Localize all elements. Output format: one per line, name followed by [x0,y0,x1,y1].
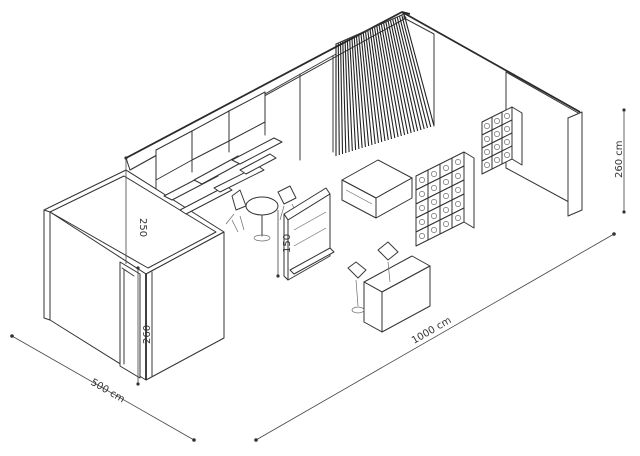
wall-slat [358,33,370,147]
bar-stool-left [347,261,367,314]
cube-item [494,118,500,124]
wall-slat [353,35,363,149]
cube-item [484,149,490,155]
cube-item [443,207,449,213]
cube-item [484,123,490,129]
wall-slat [403,13,435,127]
inner-height-label: 250 [137,218,148,237]
wall-slat [385,21,409,135]
wall-slat [396,16,425,130]
cube-item [494,144,500,150]
wall-slat [355,34,366,148]
cube-item [431,185,437,191]
wall-slat [346,38,353,152]
wall-slat [394,17,422,131]
cube-item [431,199,437,205]
slatted-wall [335,13,435,156]
right-height-label: 260 cm [614,140,625,178]
length-label: 1000 cm [410,315,453,346]
wall-slat [351,36,360,150]
slat-frame [335,13,435,127]
wall-slat [360,32,373,146]
wall-slat [337,42,340,156]
back-right-wall [401,11,583,217]
cube-item [419,233,425,239]
cube-item [431,227,437,233]
width-label: 500 cm [89,377,127,405]
storage-room [43,169,225,381]
cube-item [455,215,461,221]
wall-slat [339,41,344,155]
cube-item [484,162,490,168]
cube-shelf-small [481,106,523,175]
cube-item [443,165,449,171]
wall-slat [387,20,412,134]
cube-item [455,187,461,193]
wall-slat [378,24,399,138]
cube-item [443,179,449,185]
cube-item [419,205,425,211]
cube-item [494,131,500,137]
wall-slat [362,31,376,145]
wall-slat [389,19,415,133]
wall-slat [349,37,357,151]
wall-slat [383,22,406,136]
cube-item [504,126,510,132]
wall-slat [380,23,402,137]
cube-item [455,173,461,179]
shelf-side [463,151,475,229]
wall-slat [364,30,380,144]
dimension-inner-height: 250 [124,156,148,264]
wall-slat [367,29,383,143]
round-table [245,196,279,242]
wall-slat [398,15,429,129]
cube-item [431,213,437,219]
counter-height-label: 150 [282,234,293,253]
display-counter [283,187,335,281]
cube-item [455,201,461,207]
wall-slat [373,26,393,140]
front-height-label: 260 [142,325,153,344]
cube-item [504,139,510,145]
cube-shelf-large [415,151,475,247]
cube-item [484,136,490,142]
dimension-right-height: 260 cm [614,108,626,214]
wall-slat [392,18,419,132]
wall-slat [401,14,432,128]
dimension-front-height: 260 [136,266,153,386]
cube-item [443,221,449,227]
shelf-side [511,106,523,166]
cube-item [431,171,437,177]
wall-slat [371,27,389,141]
bar-stool-right [377,241,399,283]
wall-slat [376,25,396,139]
reception-desk [363,255,431,333]
cube-item [455,159,461,165]
cube-item [419,191,425,197]
cube-item [419,177,425,183]
wall-shelves [163,137,283,215]
dimension-counter-height: 150 [276,210,293,278]
cube-item [419,219,425,225]
chair-left [225,189,247,233]
wall-slat [342,40,347,154]
cube-item [494,157,500,163]
box-table [341,159,413,219]
wall-slat [344,39,350,153]
wall-slat [369,28,386,142]
cube-item [504,113,510,119]
cube-item [443,193,449,199]
cube-item [504,152,510,158]
